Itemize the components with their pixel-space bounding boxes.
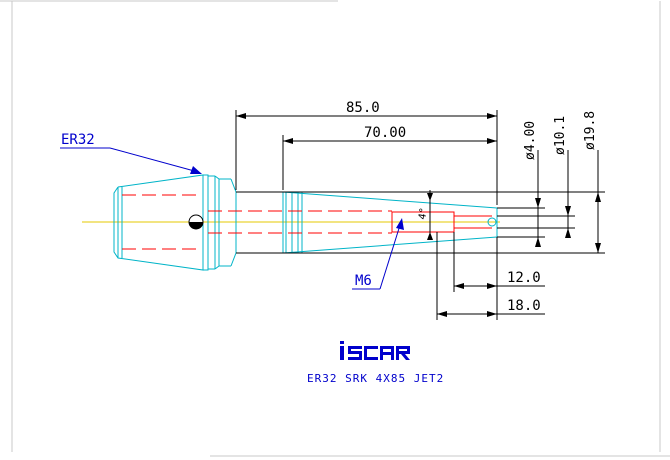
dim-dia-large: ø19.8	[583, 111, 598, 150]
dim-angle: 4°	[417, 207, 430, 221]
dim-dia-mid: ø10.1	[553, 116, 568, 155]
dim-len-12: 12.0	[507, 270, 541, 286]
iscar-logo	[340, 341, 410, 360]
arrowheads	[236, 113, 601, 317]
label-er32: ER32	[61, 132, 95, 148]
leader-arrows	[190, 166, 404, 230]
caption: ER32 SRK 4X85 JET2	[307, 372, 444, 385]
label-m6: M6	[355, 273, 372, 289]
dim-dia-small: ø4.00	[523, 121, 538, 160]
coolant-hole	[188, 214, 204, 230]
dim-shank-length: 70.00	[364, 125, 406, 141]
dim-len-18: 18.0	[507, 298, 541, 314]
leader-lines	[60, 147, 402, 290]
dim-overall-length: 85.0	[346, 100, 380, 116]
hidden-lines	[122, 194, 492, 250]
